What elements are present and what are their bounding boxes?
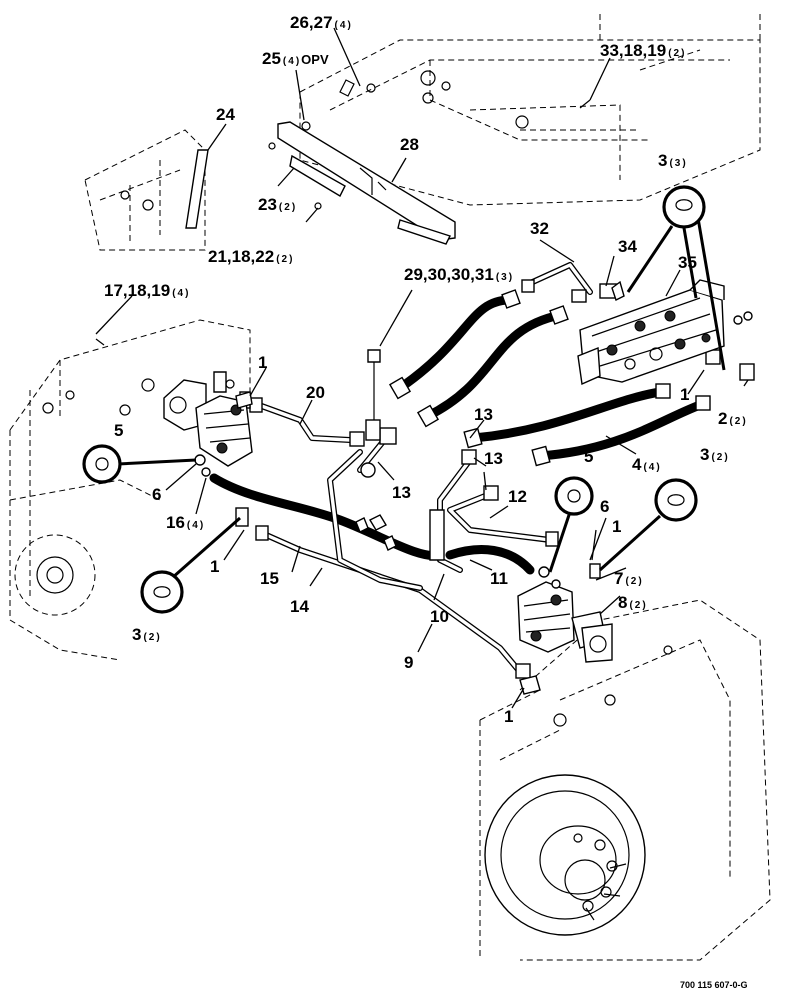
wheel-hub	[484, 774, 646, 936]
label-8: 8(2)	[618, 593, 648, 612]
label-1-e: 1	[504, 707, 513, 726]
label-6-left: 6	[152, 485, 161, 504]
detail-circles	[82, 185, 726, 614]
label-13-a: 13	[474, 405, 493, 424]
label-21-18-22: 21,18,22(2)	[208, 247, 294, 266]
right-pump	[517, 566, 613, 663]
label-34: 34	[618, 237, 637, 256]
callout-labels: 26,27(4) 25(4)OPV 33,18,19(2) 24 28 23(2…	[104, 13, 748, 726]
fittings	[235, 279, 755, 695]
hoses	[209, 295, 705, 575]
bolts-top	[95, 79, 591, 346]
label-6-right: 6	[600, 497, 609, 516]
label-24: 24	[216, 105, 235, 124]
mounting-bracket	[268, 121, 456, 245]
label-9: 9	[404, 653, 413, 672]
figure-id: 700 115 607-0-G	[680, 980, 748, 990]
label-20: 20	[306, 383, 325, 402]
label-10: 10	[430, 607, 449, 626]
label-29-30-30-31: 29,30,30,31(3)	[404, 265, 514, 284]
left-pump	[163, 371, 253, 477]
label-35: 35	[678, 253, 697, 272]
label-12: 12	[508, 487, 527, 506]
label-16: 16(4)	[166, 513, 205, 532]
label-5-right: 5	[584, 447, 593, 466]
label-25: 25(4)OPV	[262, 49, 329, 68]
label-14: 14	[290, 597, 309, 616]
label-13-c: 13	[392, 483, 411, 502]
label-28: 28	[400, 135, 419, 154]
control-valve	[577, 279, 725, 386]
label-32: 32	[530, 219, 549, 238]
label-26-27: 26,27(4)	[290, 13, 353, 32]
label-1-b: 1	[680, 385, 689, 404]
label-1-d: 1	[612, 517, 621, 536]
leader-lines	[95, 27, 749, 709]
label-2: 2(2)	[718, 409, 748, 428]
label-3-left: 3(2)	[132, 625, 162, 644]
label-1-a: 1	[258, 353, 267, 372]
label-23: 23(2)	[258, 195, 297, 214]
label-3-right: 3(2)	[700, 445, 730, 464]
label-17-18-19: 17,18,19(4)	[104, 281, 190, 300]
label-4: 4(4)	[632, 455, 662, 474]
label-5-left: 5	[114, 421, 123, 440]
label-11: 11	[490, 569, 508, 588]
frame-outline	[9, 10, 771, 961]
label-13-b: 13	[484, 449, 503, 468]
label-33-18-19: 33,18,19(2)	[600, 41, 686, 60]
label-3-top: 3(3)	[658, 151, 688, 170]
label-7: 7(2)	[614, 569, 644, 588]
label-15: 15	[260, 569, 279, 588]
label-1-c: 1	[210, 557, 219, 576]
rod-24	[185, 149, 209, 229]
